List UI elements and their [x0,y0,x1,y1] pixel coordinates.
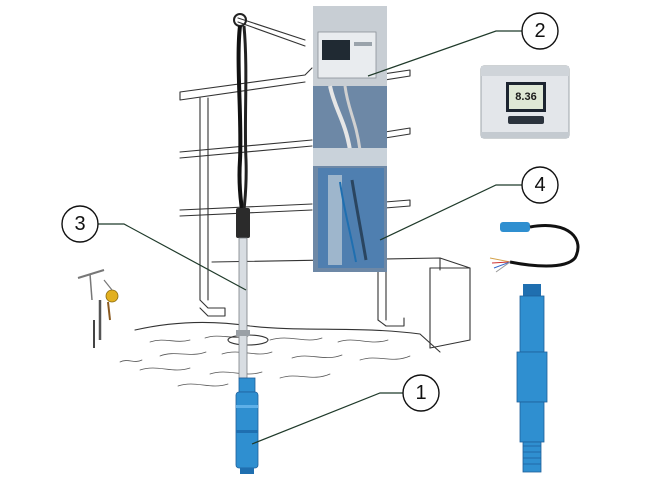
hanging-assembly [233,13,306,379]
callout-4-label: 4 [534,174,545,196]
leader-3 [98,223,247,291]
callout-2-label: 2 [534,20,545,42]
transmitter-device: 8.36 [480,65,570,139]
callout-1-label: 1 [415,382,426,404]
leader-1 [251,392,403,445]
callout-3-label: 3 [74,213,85,235]
installation-photo [313,6,387,272]
submerged-ph-sensor [235,377,259,474]
callout-4: 4 [521,166,559,204]
callout-2: 2 [521,12,559,50]
callout-3: 3 [61,205,99,243]
callout-1: 1 [402,374,440,412]
water-surface-sketch [119,321,441,387]
leader-2 [367,30,522,77]
cabled-ph-sensor [489,222,580,473]
leader-lines [98,30,522,445]
accessories [77,269,119,348]
display-reading: 8.36 [515,91,536,103]
leader-4 [379,184,522,241]
handrail-sketch [179,67,471,349]
